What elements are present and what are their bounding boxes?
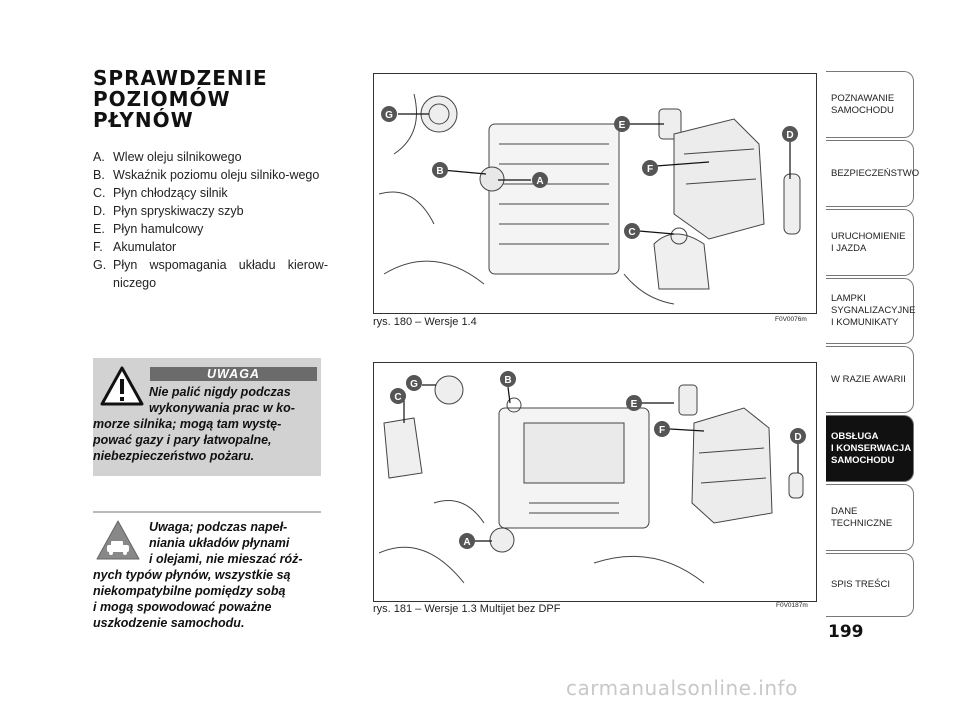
warning-line: morze silnika; mogą tam wystę- bbox=[93, 417, 282, 431]
marker-d: D bbox=[786, 130, 793, 141]
engine-illustration-2: G B C E F D A bbox=[378, 371, 806, 584]
marker-e: E bbox=[619, 120, 626, 131]
engine-figure-2: G B C E F D A bbox=[373, 362, 817, 602]
list-key: C. bbox=[93, 186, 106, 200]
list-item: B. Wskaźnik poziomu oleju silniko-wego bbox=[93, 166, 328, 184]
marker-b: B bbox=[504, 375, 511, 386]
list-text: Akumulator bbox=[113, 240, 177, 254]
marker-e: E bbox=[631, 399, 638, 410]
marker-g: G bbox=[385, 110, 393, 121]
tab-w-razie-awarii[interactable]: W RAZIE AWARII bbox=[826, 346, 914, 413]
tab-lampki-sygnalizacyjne[interactable]: LAMPKI SYGNALIZACYJNE I KOMUNIKATY bbox=[826, 278, 916, 344]
warning-text: Nie palić nigdy podczas wykonywania prac… bbox=[93, 384, 321, 464]
figure2-caption: rys. 181 – Wersje 1.3 Multijet bez DPF bbox=[373, 603, 561, 615]
title-line-3: PŁYNÓW bbox=[93, 108, 194, 132]
figure1-caption: rys. 180 – Wersje 1.4 bbox=[373, 316, 477, 328]
warning-line: niebezpieczeństwo pożaru. bbox=[93, 449, 255, 463]
tab-label: SPIS TREŚCI bbox=[831, 579, 890, 590]
note-line: i mogą spowodować poważne bbox=[93, 600, 272, 614]
list-item: A. Wlew oleju silnikowego bbox=[93, 148, 328, 166]
tab-label: BEZPIECZEŃSTWO bbox=[831, 167, 920, 179]
note-line: uszkodzenie samochodu. bbox=[93, 616, 245, 630]
tab-label: DANE TECHNICZNE bbox=[831, 505, 893, 529]
list-item: F. Akumulator bbox=[93, 238, 328, 256]
tab-label: POZNAWANIE SAMOCHODU bbox=[831, 92, 895, 116]
note-line: i olejami, nie mieszać róż- bbox=[149, 552, 303, 566]
list-text: Płyn chłodzący silnik bbox=[113, 186, 228, 200]
note-line: Uwaga; podczas napeł- bbox=[149, 520, 288, 534]
list-text: Płyn wspomagania układu kierow-niczego bbox=[113, 258, 328, 290]
page-number: 199 bbox=[828, 622, 864, 642]
tab-poznawanie-samochodu[interactable]: POZNAWANIE SAMOCHODU bbox=[826, 71, 914, 138]
note-line: niania układów płynami bbox=[149, 536, 290, 550]
engine-figure-1: G E D B A F C bbox=[373, 73, 817, 314]
marker-f: F bbox=[659, 425, 665, 436]
list-item: C. Płyn chłodzący silnik bbox=[93, 184, 328, 202]
tab-label: URUCHOMIENIE I JAZDA bbox=[831, 230, 906, 254]
list-item: G. Płyn wspomagania układu kierow-niczego bbox=[93, 256, 328, 292]
marker-a: A bbox=[463, 537, 470, 548]
tab-uruchomienie-i-jazda[interactable]: URUCHOMIENIE I JAZDA bbox=[826, 209, 914, 276]
figure1-code: F0V0076m bbox=[775, 316, 807, 323]
list-text: Wskaźnik poziomu oleju silniko-wego bbox=[113, 168, 320, 182]
list-key: A. bbox=[93, 150, 105, 164]
car-caution-icon bbox=[96, 520, 140, 560]
marker-d: D bbox=[794, 432, 801, 443]
legend-list: A. Wlew oleju silnikowego B. Wskaźnik pozi… bbox=[93, 148, 328, 292]
list-text: Płyn hamulcowy bbox=[113, 222, 204, 236]
marker-c: C bbox=[628, 227, 635, 238]
tab-dane-techniczne[interactable]: DANE TECHNICZNE bbox=[826, 484, 914, 551]
engine-illustration-1: G E D B A F C bbox=[378, 93, 801, 305]
watermark: carmanualsonline.info bbox=[566, 676, 798, 700]
list-key: B. bbox=[93, 168, 105, 182]
figure2-code: F0V0187m bbox=[776, 602, 808, 609]
tab-bezpieczenstwo[interactable]: BEZPIECZEŃSTWO bbox=[826, 140, 919, 207]
warning-triangle-icon bbox=[100, 366, 144, 406]
marker-c: C bbox=[394, 392, 401, 403]
note-line: nych typów płynów, wszystkie są bbox=[93, 568, 291, 582]
list-item: E. Płyn hamulcowy bbox=[93, 220, 328, 238]
tab-label: W RAZIE AWARII bbox=[831, 373, 906, 385]
figure1-markers: G E D B A F C bbox=[381, 106, 798, 239]
warning-line: wykonywania prac w ko- bbox=[149, 401, 295, 415]
tab-obsluga-i-konserwacja[interactable]: OBSŁUGA I KONSERWACJA SAMOCHODU bbox=[826, 415, 914, 482]
list-key: D. bbox=[93, 204, 106, 218]
marker-g: G bbox=[410, 379, 418, 390]
warning-heading: UWAGA bbox=[150, 367, 317, 381]
warning-line: Nie palić nigdy podczas bbox=[149, 385, 291, 399]
list-text: Wlew oleju silnikowego bbox=[113, 150, 242, 164]
marker-b: B bbox=[436, 166, 443, 177]
warning-line: pować gazy i pary łatwopalne, bbox=[93, 433, 272, 447]
list-key: E. bbox=[93, 222, 105, 236]
note-text: Uwaga; podczas napeł- niania układów pły… bbox=[93, 519, 323, 631]
marker-a: A bbox=[536, 176, 543, 187]
title-line-1: SPRAWDZENIE bbox=[93, 66, 268, 90]
note-line: niekompatybilne pomiędzy sobą bbox=[93, 584, 286, 598]
tab-label: OBSŁUGA I KONSERWACJA SAMOCHODU bbox=[831, 430, 912, 466]
note-divider bbox=[93, 511, 321, 513]
list-key: G. bbox=[93, 258, 107, 272]
tab-spis-tresci[interactable]: SPIS TREŚCI bbox=[826, 553, 914, 617]
list-key: F. bbox=[93, 240, 103, 254]
title-line-2: POZIOMÓW bbox=[93, 87, 231, 111]
list-text: Płyn spryskiwaczy szyb bbox=[113, 204, 244, 218]
page-title: SPRAWDZENIE POZIOMÓW PŁYNÓW bbox=[93, 68, 353, 131]
figure2-markers: G B C E F D A bbox=[390, 371, 806, 549]
marker-f: F bbox=[647, 164, 653, 175]
tab-label: LAMPKI SYGNALIZACYJNE I KOMUNIKATY bbox=[831, 293, 916, 328]
list-item: D. Płyn spryskiwaczy szyb bbox=[93, 202, 328, 220]
